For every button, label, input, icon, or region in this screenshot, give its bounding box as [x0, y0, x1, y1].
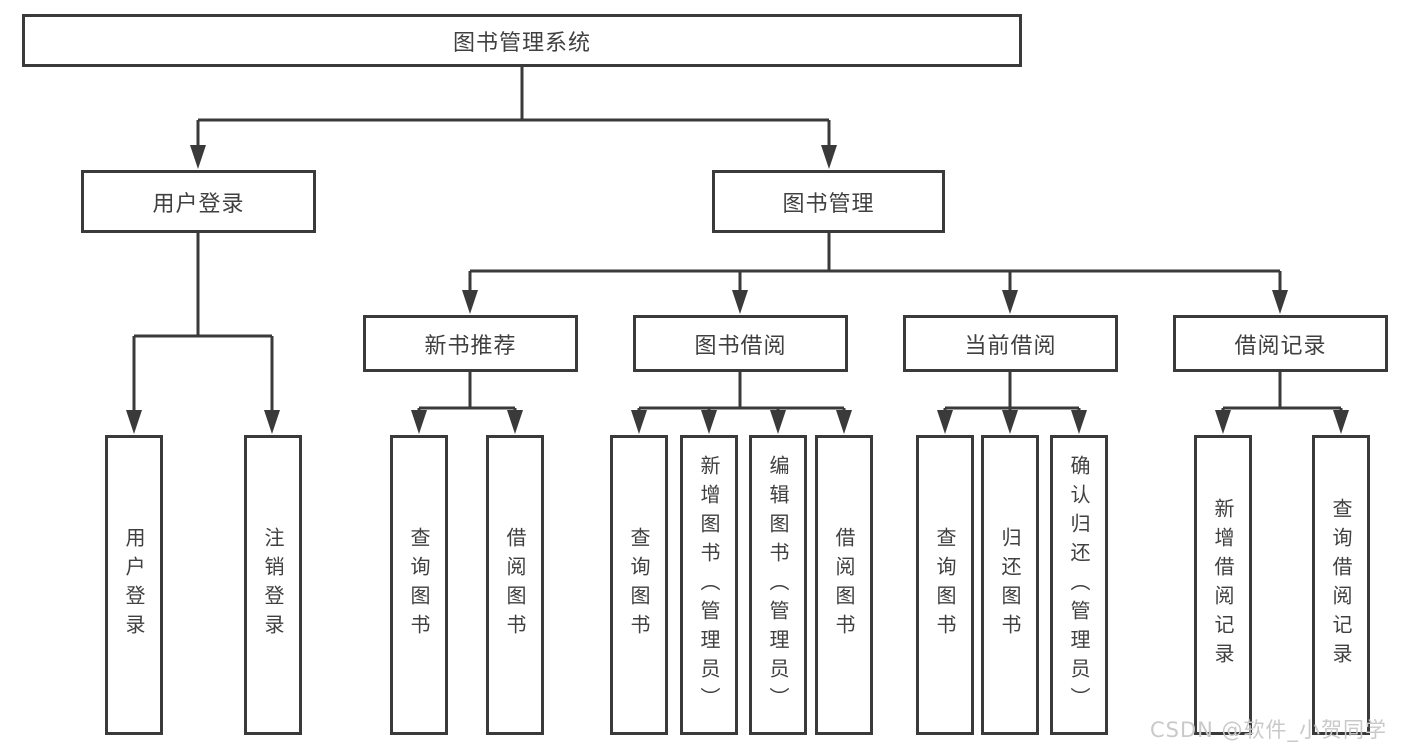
node-borrow-records: 借阅记录: [1173, 315, 1388, 372]
leaf-user-login: 用户登录: [105, 435, 163, 735]
node-book-borrow-label: 图书借阅: [694, 333, 787, 359]
arrow-down-icon: [411, 410, 427, 434]
leaf-borrow-add-admin: 新增图书（管理员）: [680, 435, 738, 735]
csdn-watermark: CSDN @软件_小贺同学: [1150, 718, 1388, 742]
arrow-down-icon: [1215, 410, 1231, 434]
leaf-label: 新增借阅记录: [1211, 498, 1235, 672]
node-current-borrow: 当前借阅: [903, 315, 1118, 372]
leaf-records-add: 新增借阅记录: [1194, 435, 1252, 735]
arrow-down-icon: [507, 410, 523, 434]
leaf-label: 注销登录: [261, 527, 285, 643]
node-root: 图书管理系统: [22, 14, 1022, 67]
leaf-logout: 注销登录: [244, 435, 302, 735]
arrow-down-icon: [770, 410, 786, 434]
node-book-mgmt: 图书管理: [712, 170, 945, 233]
node-current-borrow-label: 当前借阅: [964, 333, 1057, 359]
leaf-label: 借阅图书: [503, 527, 527, 643]
leaf-label: 新增图书（管理员）: [697, 454, 721, 716]
arrow-down-icon: [462, 290, 478, 314]
leaf-borrow-query: 查询图书: [610, 435, 668, 735]
arrow-down-icon: [1071, 410, 1087, 434]
leaf-records-query: 查询借阅记录: [1312, 435, 1370, 735]
arrow-down-icon: [732, 290, 748, 314]
node-new-books: 新书推荐: [363, 315, 578, 372]
node-user-login: 用户登录: [81, 170, 316, 233]
arrow-down-icon: [1002, 290, 1018, 314]
leaf-current-confirm-admin: 确认归还（管理员）: [1050, 435, 1108, 735]
node-borrow-records-label: 借阅记录: [1234, 333, 1327, 359]
arrow-down-icon: [264, 410, 280, 434]
leaf-label: 确认归还（管理员）: [1067, 454, 1091, 716]
arrow-down-icon: [190, 145, 206, 169]
leaf-label: 借阅图书: [832, 527, 856, 643]
node-new-books-label: 新书推荐: [424, 333, 517, 359]
arrow-down-icon: [836, 410, 852, 434]
arrow-down-icon: [701, 410, 717, 434]
leaf-borrow-edit-admin: 编辑图书（管理员）: [749, 435, 807, 735]
arrow-down-icon: [1002, 410, 1018, 434]
leaf-current-return: 归还图书: [981, 435, 1039, 735]
leaf-label: 查询图书: [627, 527, 651, 643]
leaf-label: 查询图书: [933, 527, 957, 643]
node-book-mgmt-label: 图书管理: [782, 191, 875, 217]
leaf-label: 查询图书: [407, 527, 431, 643]
leaf-label: 查询借阅记录: [1329, 498, 1353, 672]
arrow-down-icon: [126, 410, 142, 434]
arrow-down-icon: [937, 410, 953, 434]
node-root-label: 图书管理系统: [452, 30, 591, 56]
arrow-down-icon: [631, 410, 647, 434]
arrow-down-icon: [1333, 410, 1349, 434]
arrow-down-icon: [821, 145, 837, 169]
node-book-borrow: 图书借阅: [633, 315, 848, 372]
leaf-label: 用户登录: [122, 527, 146, 643]
leaf-label: 归还图书: [998, 527, 1022, 643]
node-user-login-label: 用户登录: [152, 191, 245, 217]
leaf-new-books-borrow: 借阅图书: [486, 435, 544, 735]
arrowheads: [126, 145, 1349, 434]
arrow-down-icon: [1272, 290, 1288, 314]
leaf-new-books-query: 查询图书: [390, 435, 448, 735]
leaf-borrow-borrow: 借阅图书: [815, 435, 873, 735]
leaf-current-query: 查询图书: [916, 435, 974, 735]
leaf-label: 编辑图书（管理员）: [766, 454, 790, 716]
